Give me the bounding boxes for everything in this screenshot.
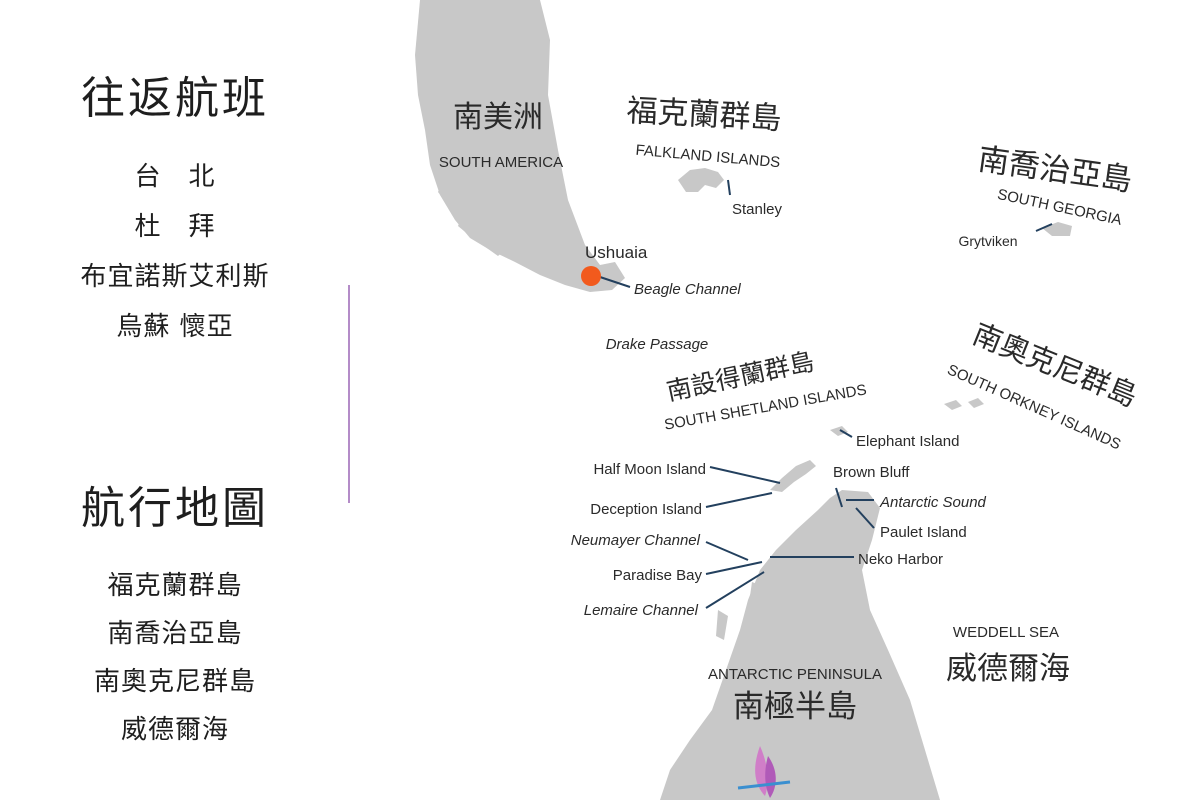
leader-lines (599, 179, 1053, 609)
region-item: 南奧克尼群島 (93, 667, 256, 697)
half-moon-island-label: Half Moon Island (593, 461, 706, 478)
paradise-leader (705, 561, 763, 575)
flight-city: 布宜諾斯艾利斯 (80, 262, 270, 292)
divider (348, 285, 350, 503)
neumayer-leader (705, 541, 749, 561)
south-orkney-zh: 南奧克尼群島 (968, 318, 1142, 414)
flights-list: 台 北 杜 拜 布宜諾斯艾利斯 烏蘇 懷亞 (0, 152, 350, 352)
region-item: 威德爾海 (120, 715, 229, 745)
map-title: 航行地圖 (81, 483, 269, 534)
regions-list: 福克蘭群島 南喬治亞島 南奧克尼群島 威德爾海 (0, 562, 350, 754)
falkland-zh: 福克蘭群島 (626, 93, 783, 136)
antarctic-sound-label: Antarctic Sound (879, 494, 987, 511)
paulet-leader (855, 507, 875, 529)
weddell-sea-en: WEDDELL SEA (953, 624, 1059, 641)
falkland-en: FALKLAND ISLANDS (635, 142, 781, 172)
stanley-leader (727, 179, 731, 196)
brownbluff-leader (835, 487, 843, 508)
route-map: 南美洲 SOUTH AMERICA 福克蘭群島 FALKLAND ISLANDS… (350, 0, 1185, 800)
lemaire-channel-label: Lemaire Channel (584, 602, 699, 619)
location-marker-icon (581, 266, 601, 286)
antarctic-peninsula-en: ANTARCTIC PENINSULA (708, 666, 882, 683)
south-america-en: SOUTH AMERICA (439, 154, 563, 171)
stanley-label: Stanley (732, 201, 783, 218)
grytviken-label: Grytviken (958, 233, 1017, 249)
deception-island-label: Deception Island (590, 501, 702, 518)
south-america-zh: 南美洲 (453, 101, 543, 134)
flight-city: 杜 拜 (134, 212, 216, 242)
south-georgia-land (1042, 222, 1072, 236)
region-item: 福克蘭群島 (107, 571, 243, 601)
flight-city: 烏蘇 懷亞 (116, 312, 234, 342)
neumayer-channel-label: Neumayer Channel (571, 532, 701, 549)
antarctic-peninsula-land (660, 490, 940, 800)
region-item: 南喬治亞島 (107, 619, 243, 649)
beagle-leader (599, 276, 631, 288)
elephant-leader (839, 429, 853, 438)
beagle-channel-label: Beagle Channel (634, 281, 741, 298)
brown-bluff-label: Brown Bluff (833, 464, 910, 481)
grytviken-leader (1035, 223, 1053, 232)
south-america-land (415, 0, 625, 292)
flights-title: 往返航班 (81, 73, 269, 124)
drake-passage-label: Drake Passage (606, 336, 709, 353)
south-orkney-land (944, 398, 984, 410)
deception-leader (705, 492, 773, 508)
paradise-bay-label: Paradise Bay (613, 567, 703, 584)
flight-city: 台 北 (134, 162, 216, 192)
elephant-island-label: Elephant Island (856, 433, 959, 450)
neko-harbor-label: Neko Harbor (858, 551, 943, 568)
south-shetland-land (770, 426, 848, 492)
lemaire-leader (705, 571, 765, 609)
antarctic-peninsula-zh: 南極半島 (733, 689, 857, 724)
paulet-island-label: Paulet Island (880, 524, 967, 541)
ushuaia-label: Ushuaia (585, 243, 648, 262)
sidebar: 往返航班 台 北 杜 拜 布宜諾斯艾利斯 烏蘇 懷亞 航行地圖 福克蘭群島 南喬… (0, 0, 350, 800)
falkland-islands-land (678, 168, 724, 192)
weddell-sea-zh: 威德爾海 (946, 651, 1070, 686)
halfmoon-leader (709, 466, 781, 484)
chile-islands (428, 130, 505, 256)
brand-logo-icon (737, 746, 791, 798)
map-canvas: 南美洲 SOUTH AMERICA 福克蘭群島 FALKLAND ISLANDS… (415, 0, 1142, 800)
